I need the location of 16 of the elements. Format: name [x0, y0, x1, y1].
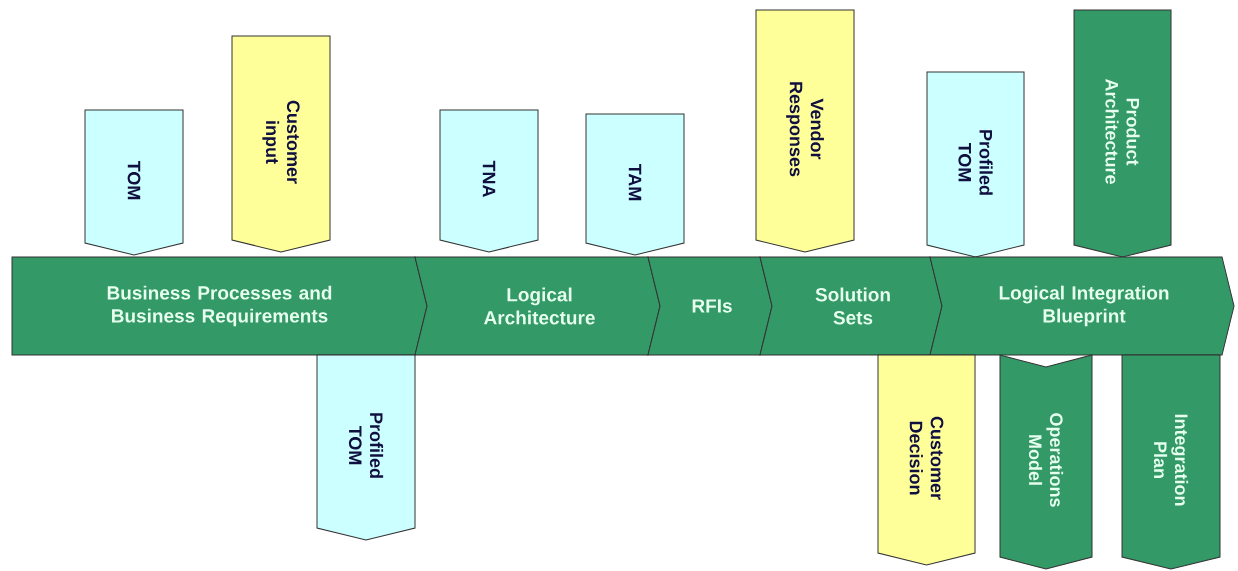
input-tab: TNA	[439, 109, 539, 253]
input-tab: Product Architecture	[1073, 9, 1172, 258]
node-label: Logical Integration Blueprint	[999, 285, 1169, 327]
output-tab: Operations Model	[999, 354, 1093, 570]
process-step: Logical Integration Blueprint	[929, 256, 1235, 356]
input-tab: Profiled TOM	[926, 71, 1025, 258]
input-tab: TOM	[84, 109, 184, 256]
input-tab: Vendor Responses	[755, 9, 855, 253]
input-tab: TAM	[585, 113, 685, 256]
output-tab: Customer Decision	[877, 354, 976, 566]
output-tab: Profiled TOM	[316, 354, 416, 541]
process-step: Solution Sets	[759, 256, 943, 356]
output-tab: Integration Plan	[1121, 354, 1221, 570]
process-step: Business Processes and Business Requirements	[11, 256, 428, 356]
input-tab: Customer input	[231, 35, 331, 253]
process-step: Logical Architecture	[414, 256, 661, 356]
